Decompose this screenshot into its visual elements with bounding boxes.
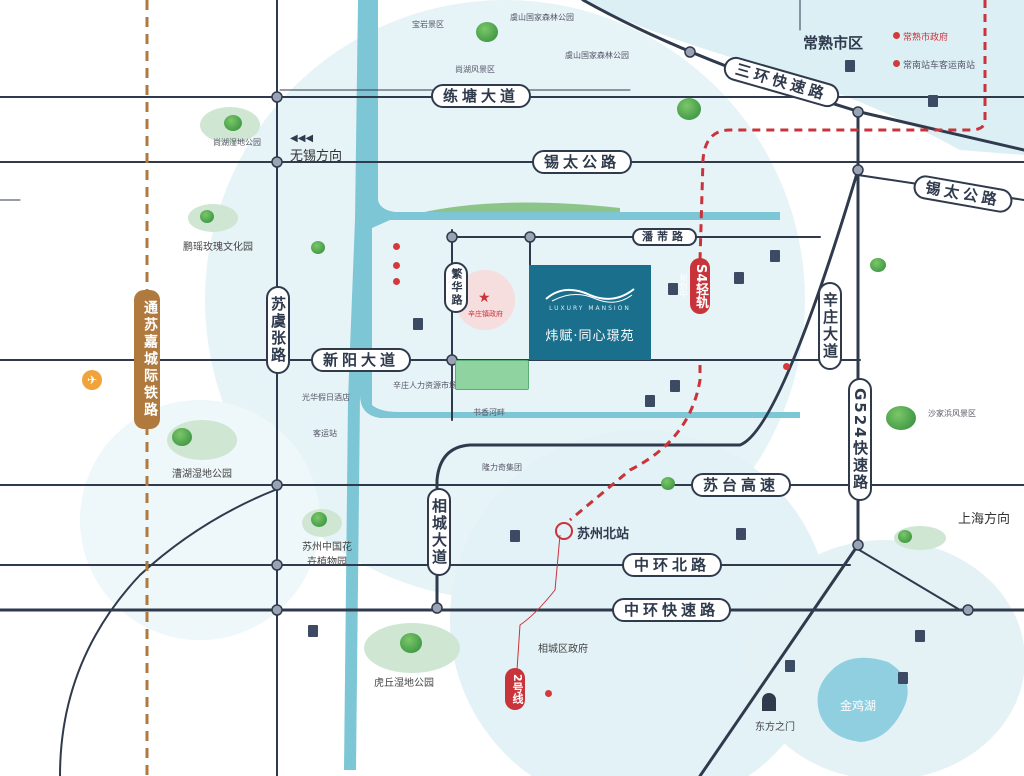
- tree-icon: [898, 530, 912, 543]
- road-label-liantang: 练塘大道: [431, 84, 532, 108]
- tree-icon: [200, 210, 214, 223]
- direction-shanghai: 上海方向: [958, 512, 1011, 527]
- building-icon: [770, 250, 780, 262]
- road-label-g524: G524快速路: [848, 378, 872, 501]
- label-xinzhuang-market: 辛庄人力资源市场: [393, 381, 457, 390]
- pin-icon: [393, 278, 400, 285]
- building-icon: [308, 625, 318, 637]
- building-icon: [736, 528, 746, 540]
- label-changshu-gov: 常熟市政府: [903, 33, 949, 43]
- pin-icon: [545, 690, 552, 697]
- label-lvtan: 漕湖湿地公园: [172, 469, 232, 480]
- label-shaqiu: 沙家浜风景区: [928, 409, 976, 418]
- road-label-zhonghuan-north: 中环北路: [622, 553, 723, 577]
- project-logo-icon: [545, 288, 635, 303]
- label-shanghu: 尚湖风景区: [455, 65, 495, 74]
- label-longli: 隆力奇集团: [482, 463, 522, 472]
- building-icon: [898, 672, 908, 684]
- label-yushan: 虞山国家森林公园: [510, 13, 574, 22]
- direction-wuxi-label: 无锡方向: [290, 149, 343, 164]
- label-xinzhuang-gov: 辛庄镇政府: [468, 310, 503, 318]
- pin-icon: [893, 60, 900, 67]
- dongfang-icon: [762, 693, 776, 711]
- label-huqiu: 虎丘湿地公园: [374, 678, 434, 689]
- building-icon: [785, 660, 795, 672]
- road-label-panfu: 潘芾路: [632, 228, 697, 246]
- label-guangjia: 光华假日酒店: [302, 393, 350, 402]
- road-label-sutai: 苏台高速: [691, 473, 792, 497]
- building-icon: [645, 395, 655, 407]
- tree-icon: [661, 477, 675, 490]
- pin-icon: [893, 32, 900, 39]
- road-label-xinyang: 新阳大道: [311, 348, 412, 372]
- metro-s4-label: S4轻轨 规划中: [679, 258, 710, 315]
- direction-wuxi: ◀◀◀ 无锡方向: [290, 130, 342, 164]
- label-pengyao: 鹏瑶玫瑰文化园: [183, 242, 253, 253]
- pin-icon: [393, 262, 400, 269]
- label-shuxiang: 书香河畔: [473, 408, 505, 417]
- building-icon: [510, 530, 520, 542]
- project-block[interactable]: LUXURY MANSION 炜赋·同心璟苑: [529, 265, 651, 360]
- tree-icon: [311, 241, 325, 254]
- tree-icon: [224, 115, 242, 131]
- building-icon: [413, 318, 423, 330]
- label-changshu: 常熟市区: [803, 34, 864, 52]
- arrow-left-icon: ◀◀◀: [290, 133, 314, 144]
- train-station-icon: [555, 522, 573, 540]
- label-suzhou-north: 苏州北站: [577, 527, 630, 542]
- building-icon: [845, 60, 855, 72]
- metro-s4-sub: 规划中: [679, 274, 688, 299]
- metro-s4-name: S4轻轨: [693, 264, 708, 309]
- label-xiangcheng-gov: 相城区政府: [538, 644, 588, 655]
- building-icon: [915, 630, 925, 642]
- label-changshu-station: 常南站车客运南站: [903, 61, 976, 71]
- building-icon: [928, 95, 938, 107]
- metro-line2-label: 2号线: [505, 668, 525, 710]
- park-banner-icon: [455, 360, 529, 390]
- tree-icon: [886, 406, 916, 430]
- tree-icon: [476, 22, 498, 42]
- pin-icon: [393, 243, 400, 250]
- tree-icon: [172, 428, 192, 446]
- road-label-xiangcheng: 相城大道: [427, 488, 451, 576]
- road-label-zhonghuan-express: 中环快速路: [612, 598, 732, 622]
- road-label-xitai-left: 锡太公路: [532, 150, 633, 174]
- project-english: LUXURY MANSION: [549, 305, 631, 312]
- label-baoyan: 宝岩景区: [412, 20, 444, 29]
- tree-icon: [870, 258, 886, 272]
- road-label-suyuzhang: 苏虞张路: [266, 286, 290, 374]
- label-jinji-lake: 金鸡湖: [840, 699, 877, 713]
- label-huayuan: 苏州中国花卉植物园: [302, 542, 352, 568]
- building-icon: [734, 272, 744, 284]
- tree-icon: [677, 98, 701, 120]
- road-label-fanhua: 繁华路: [444, 262, 468, 313]
- road-label-tongsujia: 通苏嘉城际铁路: [134, 290, 160, 429]
- label-nanhu: 尚湖湿地公园: [213, 138, 261, 147]
- pin-icon: [783, 363, 790, 370]
- label-dongfang: 东方之门: [755, 722, 795, 733]
- road-label-xinzhuang: 辛庄大道: [818, 282, 842, 370]
- project-name: 炜赋·同心璟苑: [545, 329, 635, 344]
- label-yushan2: 虞山国家森林公园: [565, 51, 629, 60]
- building-icon: [668, 283, 678, 295]
- tree-icon: [311, 512, 327, 527]
- star-icon: ★: [478, 290, 491, 306]
- label-keyun: 客运站: [313, 429, 337, 438]
- airport-icon: ✈: [82, 370, 102, 390]
- building-icon: [670, 380, 680, 392]
- tree-icon: [400, 633, 422, 653]
